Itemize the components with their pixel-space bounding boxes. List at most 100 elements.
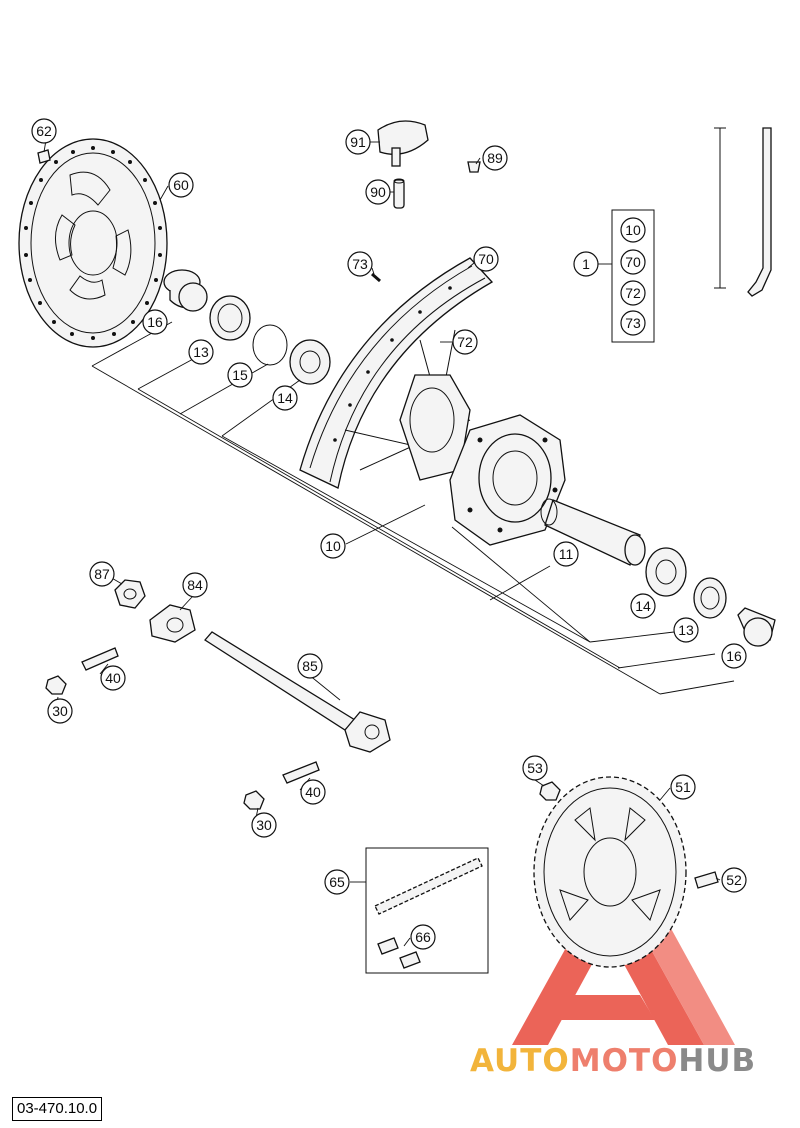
chain-link-part-66: [377, 937, 421, 969]
svg-text:73: 73: [352, 256, 368, 272]
callout-53: 53: [522, 755, 548, 781]
sprocket-part-51: [533, 776, 687, 968]
callout-30-upper: 30: [47, 698, 73, 724]
svg-text:11: 11: [559, 546, 574, 562]
svg-text:91: 91: [350, 134, 366, 150]
svg-text:60: 60: [173, 177, 189, 193]
svg-text:30: 30: [52, 703, 68, 719]
svg-text:13: 13: [678, 622, 694, 638]
spacer-part-16-left: [163, 269, 208, 312]
nut-part-30-lower: [243, 790, 265, 810]
callout-91: 91: [345, 129, 371, 155]
spacer-part-16-right: [737, 607, 776, 647]
callout-84: 84: [182, 572, 208, 598]
callout-16-left: 16: [142, 309, 168, 335]
svg-text:16: 16: [726, 648, 742, 664]
kit-callout-72: 72: [620, 280, 646, 306]
valve-cap-part-89: [467, 161, 481, 173]
svg-text:15: 15: [232, 367, 248, 383]
leader-lines: [43, 139, 735, 947]
callout-40-upper: 40: [100, 665, 126, 691]
callout-51: 51: [670, 774, 696, 800]
adjusting-screw-part-40-lower: [282, 761, 320, 784]
callout-85: 85: [297, 653, 323, 679]
callout-62: 62: [31, 118, 57, 144]
svg-text:89: 89: [487, 150, 503, 166]
callout-60: 60: [168, 172, 194, 198]
sprocket-nut-part-53: [539, 781, 561, 801]
callout-73: 73: [347, 251, 373, 277]
svg-text:62: 62: [36, 123, 52, 139]
watermark-auto: AUTO: [470, 1043, 570, 1079]
svg-text:13: 13: [193, 344, 209, 360]
callout-65: 65: [324, 869, 350, 895]
callout-52: 52: [721, 867, 747, 893]
disc-screw-part-62: [37, 149, 51, 164]
spacer-part-90: [393, 178, 405, 209]
svg-text:87: 87: [94, 566, 110, 582]
svg-text:84: 84: [187, 577, 203, 593]
callout-13-left: 13: [188, 339, 214, 365]
bearing-part-14-left: [289, 339, 331, 385]
callout-10: 10: [320, 533, 346, 559]
svg-text:70: 70: [625, 254, 641, 270]
svg-text:53: 53: [527, 760, 543, 776]
svg-text:16: 16: [147, 314, 163, 330]
svg-text:40: 40: [305, 784, 321, 800]
svg-text:51: 51: [675, 779, 691, 795]
kit-callout-10: 10: [620, 217, 646, 243]
brake-disc-part-60: [18, 138, 168, 348]
svg-text:10: 10: [325, 538, 341, 554]
callout-70: 70: [473, 246, 499, 272]
svg-text:52: 52: [726, 872, 742, 888]
svg-text:65: 65: [329, 874, 345, 890]
svg-text:40: 40: [105, 670, 121, 686]
rim-lock-part-91: [377, 120, 429, 167]
adjusting-screw-part-40-upper: [81, 647, 119, 671]
nut-part-30-upper: [45, 675, 67, 695]
watermark-moto: MOTO: [569, 1043, 679, 1079]
callout-72: 72: [452, 329, 478, 355]
circlip-part-15: [252, 324, 288, 366]
callout-1: 1: [573, 251, 599, 277]
spoke-part-72: [714, 127, 772, 297]
svg-text:90: 90: [370, 184, 386, 200]
svg-text:14: 14: [277, 390, 293, 406]
chain-adjuster-part-84: [149, 604, 196, 643]
chain-box: [365, 847, 489, 974]
hub-part-10: [344, 329, 566, 546]
kit-box-1: [598, 209, 655, 343]
callout-14-right: 14: [630, 593, 656, 619]
svg-text:72: 72: [625, 285, 641, 301]
bearing-part-14-right: [645, 547, 687, 597]
callout-66: 66: [410, 924, 436, 950]
callout-30-lower: 30: [251, 812, 277, 838]
callout-16-right: 16: [721, 643, 747, 669]
svg-text:14: 14: [635, 598, 651, 614]
sprocket-bolt-part-52: [694, 871, 719, 889]
callout-90: 90: [365, 179, 391, 205]
document-number: 03-470.10.0: [12, 1097, 103, 1121]
axle-nut-part-87: [114, 579, 146, 609]
svg-text:66: 66: [415, 929, 431, 945]
seal-part-13-right: [693, 577, 727, 619]
watermark-text: AUTOMOTOHUB: [470, 1043, 756, 1079]
watermark-hub: HUB: [678, 1043, 757, 1079]
svg-text:70: 70: [478, 251, 494, 267]
seal-part-13-left: [209, 295, 251, 341]
svg-text:85: 85: [302, 658, 318, 674]
svg-text:73: 73: [625, 315, 641, 331]
callout-14-left: 14: [272, 385, 298, 411]
kit-callout-70: 70: [620, 249, 646, 275]
svg-text:30: 30: [256, 817, 272, 833]
kit-callout-73: 73: [620, 310, 646, 336]
callout-13-right: 13: [673, 617, 699, 643]
spoke-nipple-part-73: [371, 272, 381, 283]
svg-text:10: 10: [625, 222, 641, 238]
svg-text:72: 72: [457, 334, 473, 350]
svg-text:1: 1: [582, 256, 590, 272]
callout-87: 87: [89, 561, 115, 587]
callout-11: 11: [553, 541, 579, 567]
axle-part-85: [204, 631, 391, 753]
